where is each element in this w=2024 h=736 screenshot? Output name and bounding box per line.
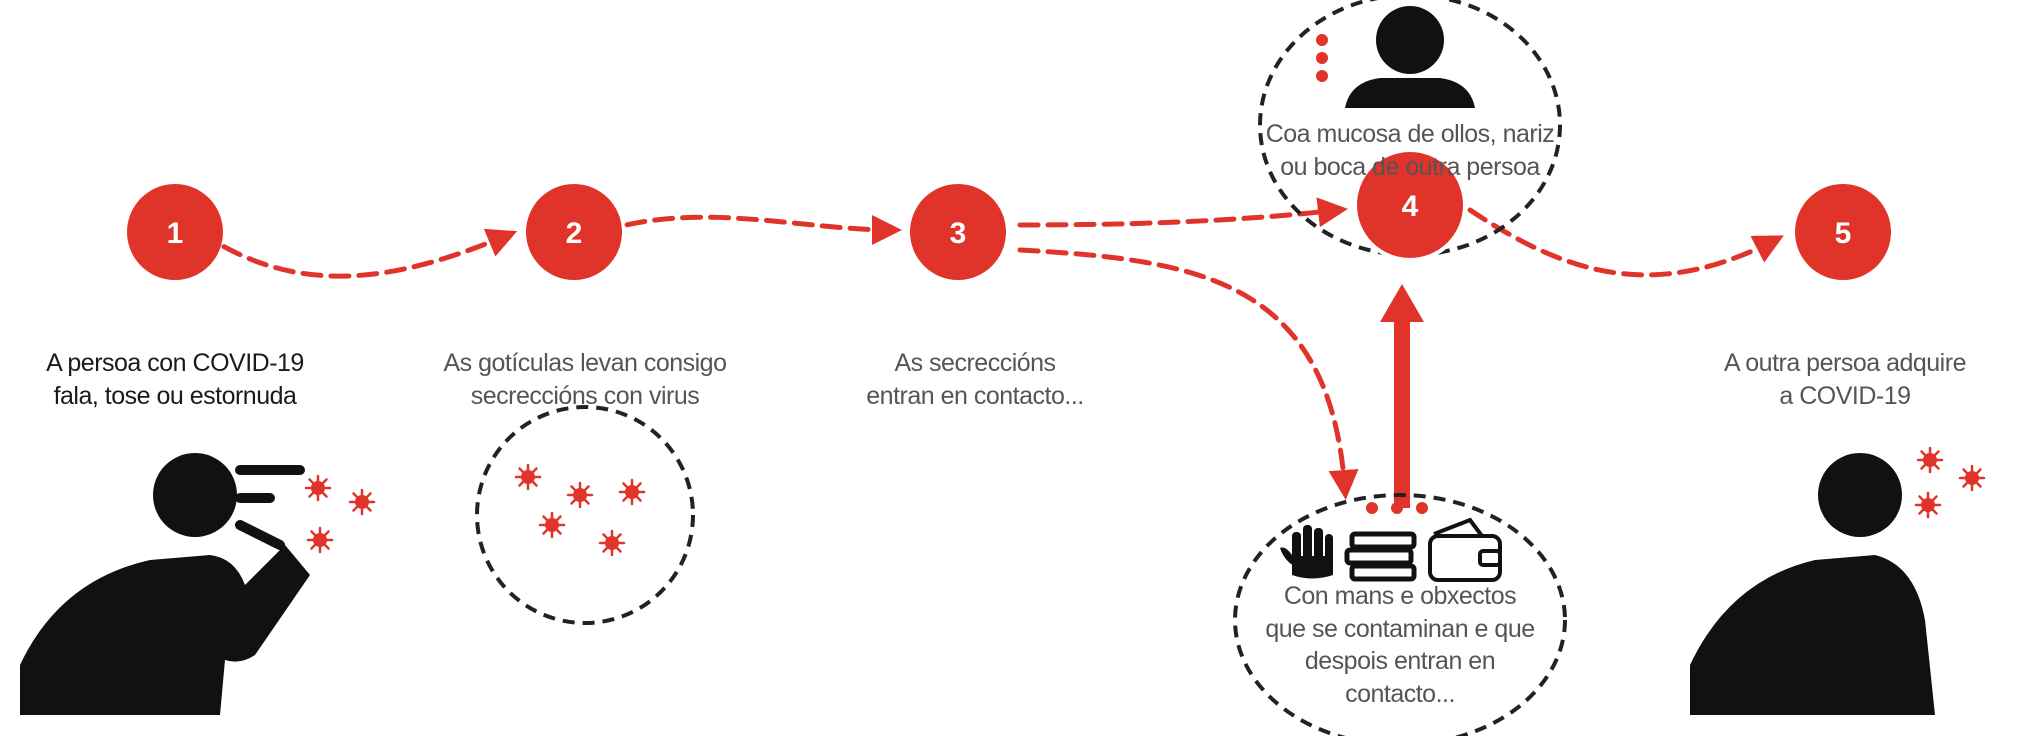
step-2-circle — [526, 184, 622, 280]
arrow-1-to-2 — [197, 228, 518, 279]
droplets-circle — [475, 405, 695, 625]
infected-viruses — [1914, 446, 1986, 519]
step-1-circle — [127, 184, 223, 280]
arrow-4-to-5 — [1467, 207, 1784, 278]
coughing-person-icon — [20, 453, 310, 715]
step-1-number: 1 — [167, 217, 184, 250]
step-circles — [127, 148, 1891, 280]
wallet-icon — [1428, 517, 1502, 582]
step-3-number: 3 — [950, 217, 967, 250]
books-icon — [1344, 531, 1417, 582]
flow-arrows — [197, 197, 1784, 500]
step-4-circle — [1353, 148, 1467, 262]
object-dots — [1366, 502, 1428, 514]
objects-circle — [1233, 493, 1567, 736]
step-3-label: As secreccións entran en contacto... — [866, 349, 1084, 410]
step-5-label: A outra persoa adquire a COVID-19 — [1724, 349, 1966, 410]
droplet-viruses — [514, 463, 646, 557]
bust-dots — [1316, 34, 1328, 82]
solid-arrow-objects-to-4 — [1380, 284, 1424, 508]
arrow-3-to-4 — [1017, 197, 1348, 228]
arrow-2-to-3 — [597, 214, 902, 245]
step-3-circle — [910, 184, 1006, 280]
step-5-number: 5 — [1835, 217, 1852, 250]
step-5-circle — [1795, 184, 1891, 280]
hand-icon — [1280, 525, 1333, 579]
step-4-label: Coa mucosa de ollos, nariz ou boca de ou… — [1265, 120, 1555, 181]
step-4-number: 4 — [1402, 190, 1419, 223]
step-2-label: As gotículas levan consigo secreccións c… — [443, 349, 727, 410]
person-bust-icon — [1345, 6, 1475, 108]
infected-person-icon — [1690, 453, 1935, 715]
objects-label: Con mans e obxectos que se contaminan e … — [1265, 582, 1535, 708]
cough-viruses — [304, 474, 376, 554]
step-2-number: 2 — [566, 217, 583, 250]
step-1-label: A persoa con COVID-19 fala, tose ou esto… — [46, 349, 304, 410]
arrow-3-to-objects — [1017, 247, 1359, 500]
